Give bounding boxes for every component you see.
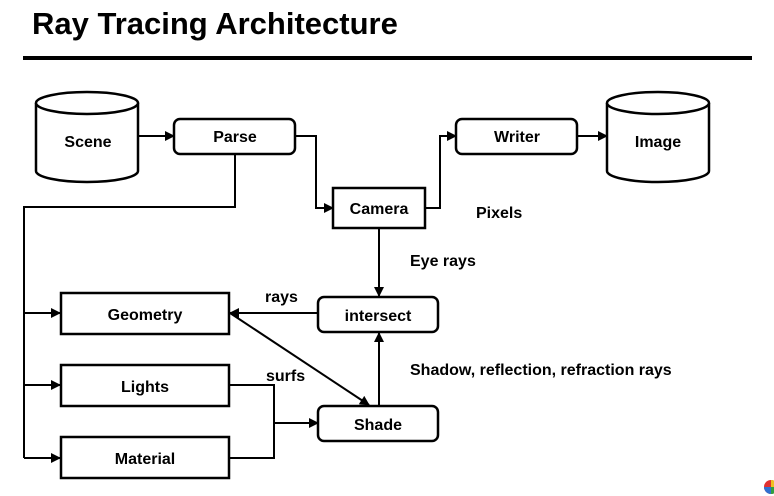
material-node: Material bbox=[59, 435, 231, 480]
writer-node: Writer bbox=[454, 117, 579, 156]
writer-label: Writer bbox=[494, 129, 540, 146]
rays-label: rays bbox=[265, 289, 298, 306]
scene-node: Scene bbox=[34, 90, 140, 184]
connectors bbox=[23, 131, 608, 463]
corner-logo-icon bbox=[764, 480, 774, 494]
camera-label: Camera bbox=[350, 201, 409, 218]
surfs-label: surfs bbox=[266, 368, 305, 385]
parse-node: Parse bbox=[172, 117, 297, 156]
edge-parse-camera bbox=[295, 135, 334, 213]
slide-title: Ray Tracing Architecture bbox=[32, 6, 398, 41]
lights-label: Lights bbox=[121, 379, 169, 396]
lights-node: Lights bbox=[59, 363, 231, 408]
pixels-label: Pixels bbox=[476, 205, 522, 222]
eye-rays-label: Eye rays bbox=[410, 253, 476, 270]
geometry-label: Geometry bbox=[108, 307, 183, 324]
intersect-node: intersect bbox=[316, 295, 440, 334]
secondary-rays-label: Shadow, reflection, refraction rays bbox=[410, 362, 672, 379]
edge-lights-material-merge bbox=[229, 384, 275, 459]
camera-node: Camera bbox=[331, 186, 427, 230]
edge-camera-writer bbox=[425, 131, 457, 209]
shade-node: Shade bbox=[316, 404, 440, 443]
image-node: Image bbox=[605, 90, 711, 184]
geometry-node: Geometry bbox=[59, 291, 231, 336]
edge-parse-bus bbox=[23, 154, 236, 458]
material-label: Material bbox=[115, 451, 175, 468]
intersect-label: intersect bbox=[345, 308, 412, 325]
title-divider bbox=[23, 56, 752, 60]
shade-label: Shade bbox=[354, 417, 402, 434]
edge-geometry-shade bbox=[229, 312, 370, 406]
parse-label: Parse bbox=[213, 129, 257, 146]
image-label: Image bbox=[635, 134, 681, 151]
scene-label: Scene bbox=[64, 134, 111, 151]
